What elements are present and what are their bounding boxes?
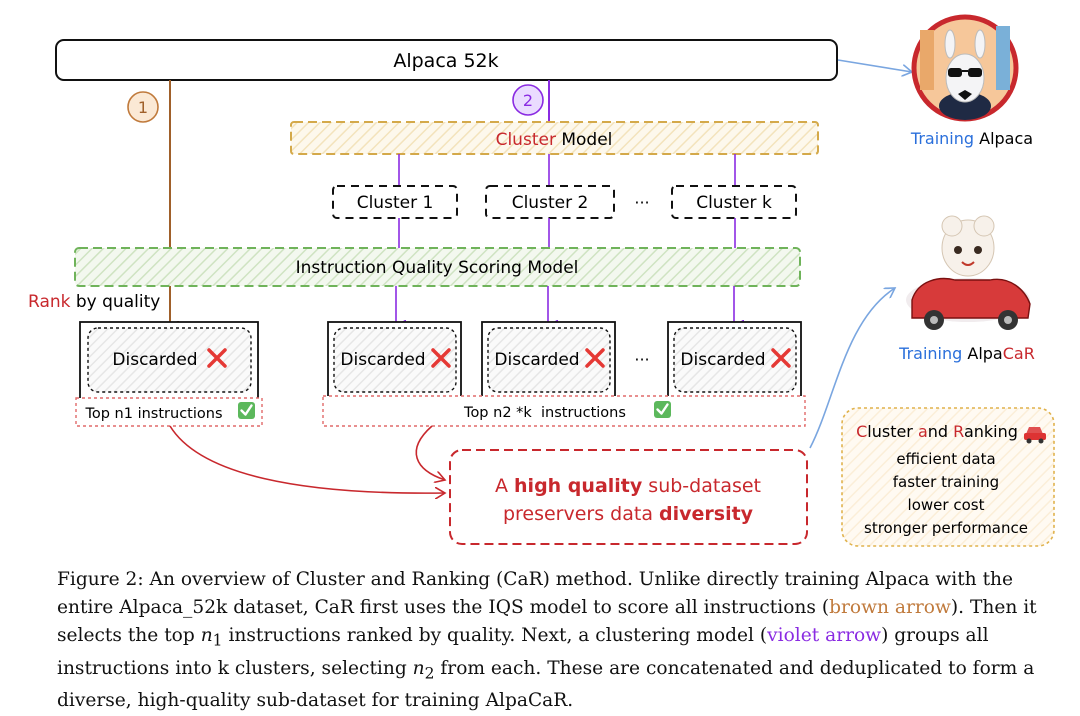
- top-n1-label: Top n1 instructions: [84, 406, 222, 422]
- caption-brown-arrow: brown arrow: [829, 597, 951, 618]
- discarded-label: Discarded: [494, 350, 579, 370]
- caption-math-n1: n: [200, 625, 213, 646]
- training-alpaca-label: Training Alpaca: [910, 129, 1033, 148]
- discarded-region: [487, 327, 611, 393]
- iqs-model-label: Instruction Quality Scoring Model: [296, 258, 579, 278]
- alpaca-sunglasses-image: [911, 14, 1019, 122]
- caption-violet-arrow: violet arrow: [767, 625, 882, 646]
- caption-math-n2: n: [412, 657, 425, 679]
- cluster-k-box: [671, 185, 797, 219]
- cross-icon: [771, 348, 791, 368]
- top-n2k-strip: [322, 395, 806, 427]
- arrow-to-training-alpacar: [809, 288, 895, 449]
- caption-text: ) groups all instructions into k cluster…: [57, 625, 995, 679]
- discarded-region: [87, 327, 252, 393]
- cluster-2-label: Cluster 2: [512, 193, 589, 213]
- red-arrow-from-n1: [169, 425, 445, 493]
- step-1-label: 1: [138, 98, 148, 117]
- benefit-item: lower cost: [908, 496, 985, 514]
- discarded-label: Discarded: [340, 350, 425, 370]
- discarded-region: [673, 327, 797, 393]
- step-2-badge: [512, 84, 544, 116]
- caption-text: Figure 2: An overview of Cluster and Ran…: [57, 569, 1019, 618]
- benefit-item: stronger performance: [864, 519, 1028, 537]
- cross-icon: [585, 348, 605, 368]
- discarded-label: Discarded: [112, 350, 197, 370]
- car-method-diagram: Alpaca 52k 1 2 Cluster Model Cluster 1 C…: [28, 14, 1055, 547]
- top-n2k-label: Top n2 *k instructions: [463, 405, 626, 421]
- car-benefits-box: [841, 407, 1055, 547]
- check-icon: [238, 402, 255, 419]
- car-icon: [1024, 427, 1046, 444]
- caption-math-n1-sub: 1: [212, 631, 223, 650]
- benefit-item: faster training: [893, 473, 999, 491]
- check-icon: [654, 401, 671, 418]
- cluster-1-label: Cluster 1: [357, 193, 434, 213]
- benefit-item: efficient data: [896, 450, 995, 468]
- top-n1-strip: [75, 397, 263, 427]
- red-arrow-from-n2k: [415, 425, 445, 480]
- alpaca-car-image: [906, 215, 1031, 330]
- cluster-k-label: Cluster k: [696, 193, 772, 213]
- car-benefits-title: Cluster and Ranking: [856, 422, 1018, 441]
- discarded-region: [333, 327, 457, 393]
- step-1-badge: [127, 91, 159, 123]
- cluster-model-label: Cluster Model: [496, 130, 613, 150]
- result-subdataset-box: [449, 449, 808, 545]
- figure-caption: Figure 2: An overview of Cluster and Ran…: [57, 566, 1057, 715]
- alpaca-52k-box: [55, 39, 838, 81]
- caption-text: instructions ranked by quality. Next, a …: [222, 625, 768, 646]
- result-line-1: A high quality sub-dataset: [495, 475, 761, 497]
- cluster-model-box: [290, 121, 819, 155]
- rank-by-quality-label: Rank by quality: [28, 292, 160, 312]
- cluster-2-box: [485, 185, 615, 219]
- caption-text: from each. These are concatenated and de…: [57, 657, 1041, 712]
- cluster-ellipsis: ···: [634, 193, 649, 212]
- alpaca-52k-label: Alpaca 52k: [393, 50, 498, 72]
- caption-math-n2-sub: 2: [424, 664, 435, 683]
- caption-text: ). Then it selects the top: [57, 597, 1043, 646]
- training-alpacar-label: Training AlpaCaR: [898, 344, 1035, 363]
- iqs-model-box: [74, 247, 801, 287]
- result-ellipsis: ···: [634, 350, 649, 369]
- arrow-to-training-alpaca: [837, 59, 912, 72]
- discarded-label: Discarded: [680, 350, 765, 370]
- result-line-2: preservers data diversity: [503, 503, 754, 525]
- cross-icon: [207, 348, 227, 368]
- cross-icon: [431, 348, 451, 368]
- step-2-label: 2: [523, 91, 533, 110]
- cluster-1-box: [332, 185, 458, 219]
